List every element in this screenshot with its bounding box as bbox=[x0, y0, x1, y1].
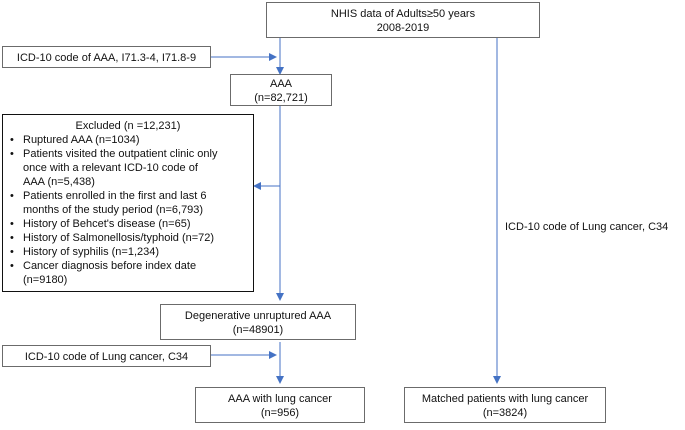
excluded-list: Ruptured AAA (n=1034) Patients visited t… bbox=[9, 133, 247, 287]
aaa-count: (n=82,721) bbox=[254, 92, 308, 104]
aaa-box: AAA (n=82,721) bbox=[230, 74, 332, 106]
aaa-lung-box: AAA with lung cancer (n=956) bbox=[195, 387, 365, 423]
icd-aaa-box: ICD-10 code of AAA, I71.3-4, I71.8-9 bbox=[2, 46, 211, 68]
excluded-item-line: AAA (n=5,438) bbox=[23, 176, 95, 188]
aaa-title: AAA bbox=[269, 78, 292, 90]
source-years: 2008-2019 bbox=[376, 22, 430, 34]
excluded-item-line: Ruptured AAA (n=1034) bbox=[23, 134, 140, 146]
source-box: NHIS data of Adults≥50 years 2008-2019 bbox=[266, 2, 540, 38]
excluded-item-line: History of syphilis (n=1,234) bbox=[23, 246, 160, 258]
excluded-item: History of Behcet's disease (n=65) bbox=[9, 217, 247, 231]
excluded-item-line: History of Salmonellosis/typhoid (n=72) bbox=[23, 232, 215, 244]
excluded-item-line: Cancer diagnosis before index date bbox=[23, 260, 197, 272]
icd-aaa-text: ICD-10 code of AAA, I71.3-4, I71.8-9 bbox=[16, 52, 197, 64]
icd-lung-label: ICD-10 code of Lung cancer, C34 bbox=[505, 221, 669, 233]
excluded-item-line: (n=9180) bbox=[23, 274, 68, 286]
icd-lung-text: ICD-10 code of Lung cancer, C34 bbox=[24, 351, 189, 363]
excluded-title: Excluded (n =12,231) bbox=[75, 120, 181, 132]
excluded-item-line: History of Behcet's disease (n=65) bbox=[23, 218, 191, 230]
excluded-box: Excluded (n =12,231) Ruptured AAA (n=103… bbox=[2, 114, 254, 292]
matched-box: Matched patients with lung cancer (n=382… bbox=[404, 387, 606, 423]
excluded-item-line: Patients enrolled in the first and last … bbox=[23, 190, 207, 202]
excluded-item: Patients enrolled in the first and last … bbox=[9, 189, 247, 217]
source-title: NHIS data of Adults≥50 years bbox=[330, 8, 476, 20]
excluded-item-line: once with a relevant ICD-10 code of bbox=[23, 162, 198, 174]
excluded-item: Patients visited the outpatient clinic o… bbox=[9, 147, 247, 189]
aaa-lung-count: (n=956) bbox=[260, 407, 300, 419]
degenerative-count: (n=48901) bbox=[232, 324, 284, 336]
excluded-item-line: Patients visited the outpatient clinic o… bbox=[23, 148, 218, 160]
excluded-item: Ruptured AAA (n=1034) bbox=[9, 133, 247, 147]
aaa-lung-title: AAA with lung cancer bbox=[228, 393, 332, 405]
matched-title: Matched patients with lung cancer bbox=[421, 393, 589, 405]
matched-count: (n=3824) bbox=[482, 407, 528, 419]
excluded-item: History of Salmonellosis/typhoid (n=72) bbox=[9, 231, 247, 245]
icd-lung-box: ICD-10 code of Lung cancer, C34 bbox=[2, 345, 211, 367]
excluded-item: History of syphilis (n=1,234) bbox=[9, 245, 247, 259]
degenerative-title: Degenerative unruptured AAA bbox=[184, 310, 332, 322]
excluded-item: Cancer diagnosis before index date (n=91… bbox=[9, 259, 247, 287]
excluded-item-line: months of the study period (n=6,793) bbox=[23, 204, 204, 216]
degenerative-box: Degenerative unruptured AAA (n=48901) bbox=[160, 304, 356, 340]
